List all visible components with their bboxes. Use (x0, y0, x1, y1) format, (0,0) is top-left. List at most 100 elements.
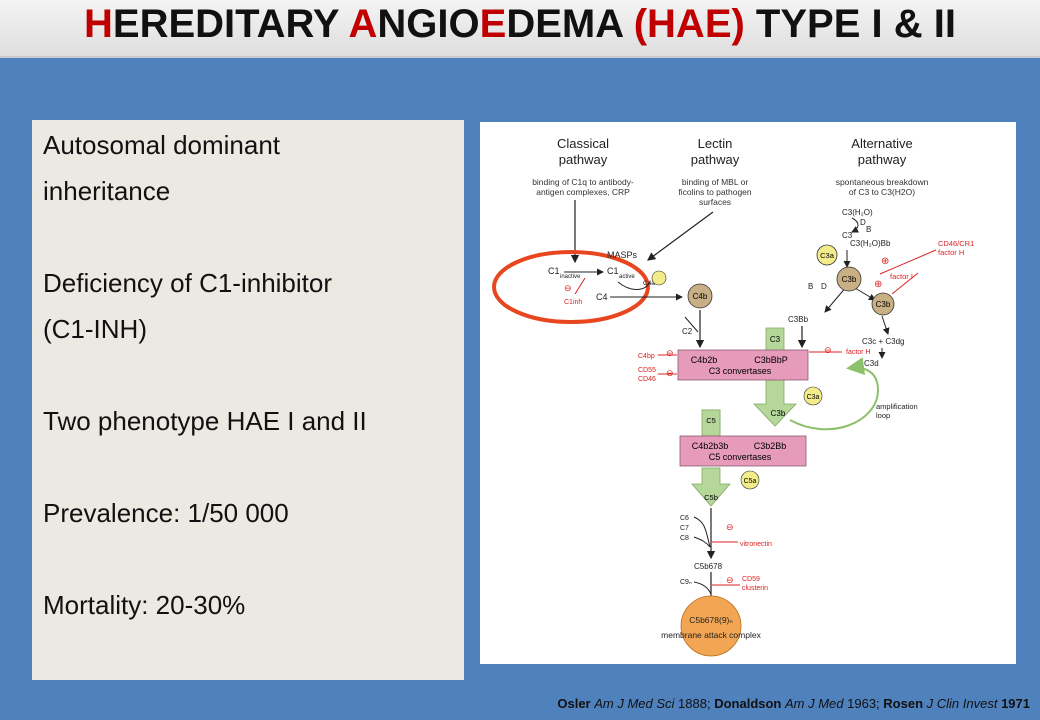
complement-pathway-diagram: Classical pathway Lectin pathway Alterna… (492, 136, 974, 657)
c5a-node (740, 470, 760, 490)
citation-journal-1: Am J Med Sci (594, 696, 675, 711)
c5-arrow-label: C5 (706, 416, 716, 425)
plus-icon-2: ⊕ (874, 279, 882, 290)
c5b-green-arrow (691, 467, 731, 507)
cd55-minus-icon: ⊖ (666, 368, 674, 378)
c5a-label: C5a (744, 478, 757, 485)
alternative-title-1: Alternative (851, 136, 912, 151)
c5-convertases-label: C5 convertases (709, 452, 772, 462)
amplification-label-2: loop (876, 411, 890, 420)
facts-panel: Autosomal dominant inheritance Deficienc… (32, 120, 464, 680)
factor-h-label: factor H (846, 349, 871, 356)
c3a-mid-node (803, 386, 823, 406)
c3-convertase-box (677, 349, 809, 381)
c4b2b3b-label: C4b2b3b (692, 441, 729, 451)
c3d-label: C3d (864, 359, 879, 368)
lectin-title-1: Lectin (698, 136, 733, 151)
citation-year-1: 1888; (674, 696, 715, 711)
c3b-arrow-label: C3b (771, 409, 786, 418)
alternative-desc-1: spontaneous breakdown (836, 177, 929, 187)
fact-deficiency-1: Deficiency of C1-inhibitor (43, 268, 333, 298)
c1-active-sub: active (619, 274, 635, 280)
amplification-label-1: amplification (876, 402, 918, 411)
c3-convertases-label: C3 convertases (709, 366, 772, 376)
c3-alt-label: C3 (842, 231, 853, 240)
slide-title: HEREDITARY ANGIOEDEMA (HAE) TYPE I & II (84, 2, 956, 46)
alternative-title-2: pathway (858, 152, 907, 167)
c5-convertase-box (679, 435, 807, 467)
c5b678-label: C5b678 (694, 562, 723, 571)
c1-inactive-label: C1 (548, 266, 560, 276)
mac-text-label: membrane attack complex (661, 630, 761, 640)
factor-i-label: factor I (890, 272, 913, 281)
fact-phenotype: Two phenotype HAE I and II (43, 406, 367, 436)
citation-author-osler: Osler (557, 696, 591, 711)
c4-label: C4 (596, 292, 608, 302)
c1inh-inhibit-line (574, 277, 586, 295)
c1-active-label: C1 (607, 266, 619, 276)
citation-author-rosen: Rosen (883, 696, 924, 711)
factor-h-minus-icon: ⊖ (824, 345, 832, 355)
c3a-top-node (816, 244, 838, 266)
c2-label: C2 (682, 327, 693, 336)
cd46-inhibit-line (879, 249, 937, 275)
factor-d2-label: D (821, 282, 827, 291)
citation-journal-2: Am J Med (785, 696, 844, 711)
c3a-top-label: C3a (820, 251, 835, 260)
c1inh-minus-icon: ⊖ (564, 283, 572, 293)
c3b-to-ic3b-arrow (854, 287, 876, 301)
c7-label: C7 (680, 525, 689, 532)
c4b2b-label: C4b2b (691, 355, 718, 365)
c6-label: C6 (680, 515, 689, 522)
c2-join-line (684, 316, 699, 333)
c9n-label: C9ₙ (680, 579, 692, 586)
factor-b-label: B (866, 225, 871, 234)
c8-join (693, 536, 711, 548)
citation: Osler Am J Med Sci 1888; Donaldson Am J … (557, 696, 1030, 711)
cd55-label: CD55 (638, 367, 656, 374)
c3b-right-label: C3b (876, 300, 891, 309)
mac-formula-label: C5b678(9)ₙ (689, 615, 733, 625)
c3bb-label: C3Bb (788, 315, 809, 324)
masps-label: MASPs (607, 250, 638, 260)
ic3b-breakdown-arrow (881, 315, 890, 335)
alternative-desc-2: of C3 to C3(H2O) (849, 187, 915, 197)
c4b-label: C4b (693, 292, 708, 301)
citation-year-2: 1963; (843, 696, 884, 711)
cd46-label: CD46 (638, 376, 656, 383)
c9-join (693, 581, 712, 595)
complement-diagram-panel: Classical pathway Lectin pathway Alterna… (480, 122, 1016, 664)
classical-title-2: pathway (559, 152, 608, 167)
c3b-right-node (871, 292, 895, 316)
factor-d-label: D (860, 218, 866, 227)
c1-highlight-circle (492, 250, 650, 324)
lectin-desc-3: surfaces (699, 197, 731, 207)
alt-bend-arrow (851, 217, 859, 233)
factor-h-top-label: factor H (938, 248, 964, 257)
c4b-node (687, 283, 713, 309)
lectin-desc-1: binding of MBL or (682, 177, 748, 187)
factor-i-inhibit-line (891, 272, 919, 295)
fact-deficiency-2: (C1-INH) (43, 314, 147, 344)
classical-title-1: Classical (557, 136, 609, 151)
c4a-node (651, 270, 667, 286)
clusterin-label: clusterin (742, 585, 768, 592)
vitronectin-minus-icon: ⊖ (726, 522, 734, 532)
fact-inheritance-1: Autosomal dominant (43, 130, 281, 160)
c8-label: C8 (680, 535, 689, 542)
c4bp-minus-icon: ⊖ (666, 348, 674, 358)
fact-inheritance-2: inheritance (43, 176, 171, 206)
c3b2bb-label: C3b2Bb (754, 441, 787, 451)
c3b-mid-node (836, 266, 862, 292)
c6-join (693, 516, 711, 548)
c1-inactive-sub: inactive (560, 274, 581, 280)
mac-node (680, 595, 742, 657)
lectin-arrow (647, 211, 714, 261)
citation-journal-3: J Clin Invest (926, 696, 998, 711)
vitronectin-label: vitronectin (740, 541, 772, 548)
cd59-minus-icon: ⊖ (726, 575, 734, 585)
c5b-label: C5b (704, 493, 718, 502)
c1inh-label: C1inh (564, 299, 582, 306)
c3bbbp-label: C3bBbP (754, 355, 788, 365)
title-bar: HEREDITARY ANGIOEDEMA (HAE) TYPE I & II (0, 0, 1040, 58)
